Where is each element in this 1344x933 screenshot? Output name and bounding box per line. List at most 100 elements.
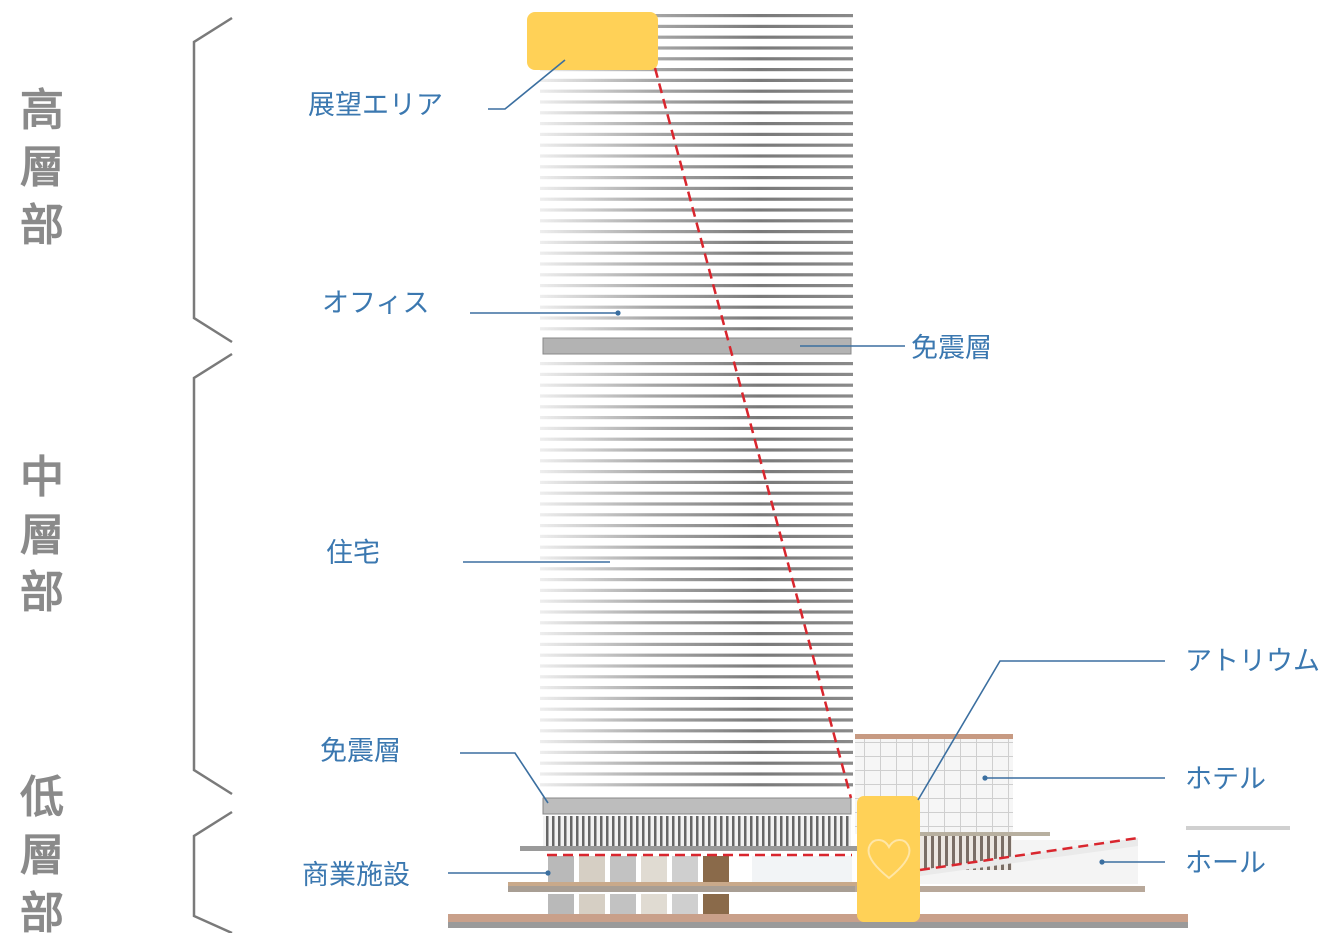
label-hotel: ホテル — [1185, 764, 1266, 795]
hall-top-planting — [920, 832, 1050, 836]
zone-mid-char-1: 中 — [20, 452, 64, 503]
floor-line — [540, 100, 853, 104]
hall-upper-strip — [1186, 826, 1290, 830]
hall-slab — [855, 886, 1145, 892]
floor-line — [540, 448, 853, 452]
floor-line — [540, 653, 853, 657]
floor-line — [540, 740, 853, 744]
zone-high-char-2: 層 — [20, 142, 64, 193]
floor-line — [540, 143, 853, 147]
floor-line — [540, 35, 853, 39]
ground-slab — [448, 914, 1188, 922]
floor-line — [540, 89, 853, 93]
dashed-line-tower — [653, 67, 853, 799]
atrium-highlight — [857, 796, 920, 922]
label-isolation-upper: 免震層 — [911, 333, 992, 364]
hall-roof — [920, 838, 1138, 876]
podium-slab-mid — [508, 886, 858, 892]
leader-dot-hall — [1099, 859, 1105, 865]
floor-line — [540, 305, 853, 309]
floor-line — [540, 578, 853, 582]
floor-line — [540, 132, 853, 136]
zone-mid-char-3: 部 — [20, 567, 64, 618]
floor-line — [540, 470, 853, 474]
floor-line — [540, 154, 853, 158]
floor-line — [540, 534, 853, 538]
floor-line — [540, 68, 853, 72]
lower-fin-band — [543, 816, 851, 846]
zone-high-char-3: 部 — [20, 200, 64, 251]
label-isolation-lower: 免震層 — [320, 736, 401, 767]
commercial-tile — [703, 856, 729, 884]
leader-dot-commercial — [545, 870, 551, 876]
floor-line — [540, 772, 853, 776]
floor-line — [540, 675, 853, 679]
zone-labels: 高 層 部 中 層 部 低 層 部 — [20, 85, 64, 933]
floor-line — [540, 696, 853, 700]
floor-line — [540, 316, 853, 320]
floor-line — [540, 459, 853, 463]
observation-highlight — [527, 12, 658, 70]
label-observation-area: 展望エリア — [308, 90, 443, 121]
floor-line — [540, 208, 853, 212]
ground-base — [448, 922, 1188, 928]
commercial-facade — [548, 856, 852, 920]
floor-line — [540, 394, 853, 398]
commercial-tile — [672, 856, 698, 884]
floor-line — [540, 707, 853, 711]
floor-line — [540, 545, 853, 549]
floor-line — [540, 718, 853, 722]
label-residential: 住宅 — [326, 538, 380, 569]
floor-line — [540, 621, 853, 625]
floor-line — [540, 230, 853, 234]
floor-line — [540, 437, 853, 441]
floor-line — [540, 567, 853, 571]
brace-low — [192, 810, 233, 933]
hotel-roof-planting — [855, 734, 1013, 739]
floor-line — [540, 46, 853, 50]
floor-line — [540, 186, 853, 190]
floor-line — [540, 588, 853, 592]
floor-line — [540, 24, 853, 28]
floor-line — [540, 480, 853, 484]
floor-line — [540, 78, 853, 82]
floor-line — [540, 416, 853, 420]
floor-line — [540, 750, 853, 754]
label-hall: ホール — [1185, 848, 1266, 879]
dashed-guide-lines — [547, 67, 1139, 872]
floor-line — [540, 502, 853, 506]
leader-observation — [488, 59, 566, 110]
zone-low-char-3: 部 — [20, 888, 64, 933]
floor-line — [540, 240, 853, 244]
floor-line — [540, 294, 853, 298]
floor-line — [540, 273, 853, 277]
floor-line — [540, 405, 853, 409]
brace-high — [192, 16, 233, 344]
commercial-tile — [579, 856, 605, 884]
dashed-line-hall — [919, 836, 1139, 872]
floor-line — [540, 610, 853, 614]
floor-line — [540, 783, 853, 787]
heart-outline-icon — [867, 839, 911, 880]
leader-dot-hotel — [982, 775, 988, 781]
floor-line — [540, 251, 853, 255]
brace-mid — [192, 352, 233, 796]
floor-line — [540, 513, 853, 517]
leader-atrium — [917, 660, 1165, 801]
zone-mid-char-2: 層 — [20, 510, 64, 561]
floor-line — [540, 284, 853, 288]
label-atrium: アトリウム — [1185, 646, 1320, 677]
floor-line — [540, 362, 853, 366]
commercial-glazing — [752, 856, 852, 884]
isolation-layer-lower — [542, 797, 852, 815]
label-office: オフィス — [322, 288, 429, 319]
floor-line — [540, 327, 853, 331]
planter-strip-mid — [508, 882, 858, 886]
tower-floors — [540, 14, 853, 787]
floor-line — [540, 383, 853, 387]
podium-slab-top — [520, 846, 860, 851]
leader-isolation-lower — [460, 752, 549, 804]
zone-low-char-1: 低 — [20, 772, 64, 823]
floor-line — [540, 524, 853, 528]
